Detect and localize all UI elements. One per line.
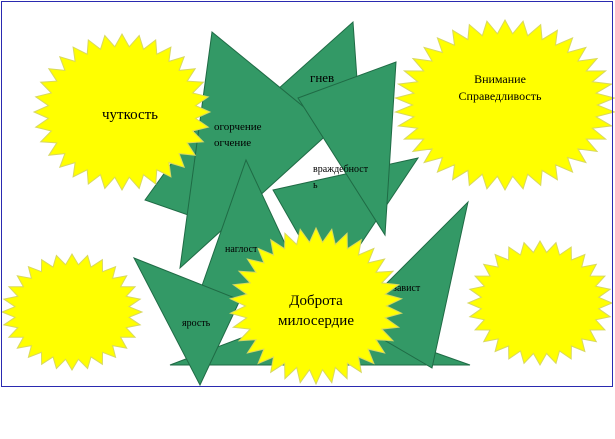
triangle-label: завист	[393, 283, 421, 294]
sun-shape	[32, 32, 212, 192]
sun-shape	[228, 226, 404, 386]
slide-frame	[1, 1, 613, 387]
sun-label: милосердие	[278, 313, 354, 329]
sun-shape	[0, 253, 144, 371]
sun-shape	[466, 239, 614, 367]
tri-ogorchenie: огорчение огчение	[179, 31, 333, 270]
sun-label: чуткость	[102, 107, 158, 123]
sun-shape	[393, 18, 615, 192]
triangle-label: огорчение	[214, 121, 262, 133]
tri-vrazhdebnost: враждебност ь	[297, 61, 397, 237]
tri-yarost: ярость	[132, 257, 241, 387]
triangle-label: наглост	[225, 244, 258, 255]
triangle-label: гнев	[310, 70, 334, 85]
sun-label: Внимание	[474, 72, 526, 86]
triangle-label: ь	[313, 180, 318, 191]
sun-label: Справедливость	[459, 89, 542, 103]
sun-left-empty	[0, 253, 144, 371]
triangle-shape	[297, 61, 397, 237]
sun-label: Доброта	[289, 293, 343, 309]
sun-right-empty	[466, 239, 614, 367]
triangle-label: враждебност	[313, 164, 369, 175]
sun-chutkost: чуткость	[32, 32, 212, 192]
triangle-label: ярость	[182, 318, 211, 329]
triangle-shape	[132, 257, 241, 387]
sun-dobrota: Доброта милосердие	[228, 226, 404, 386]
triangle-label: огчение	[214, 137, 251, 149]
